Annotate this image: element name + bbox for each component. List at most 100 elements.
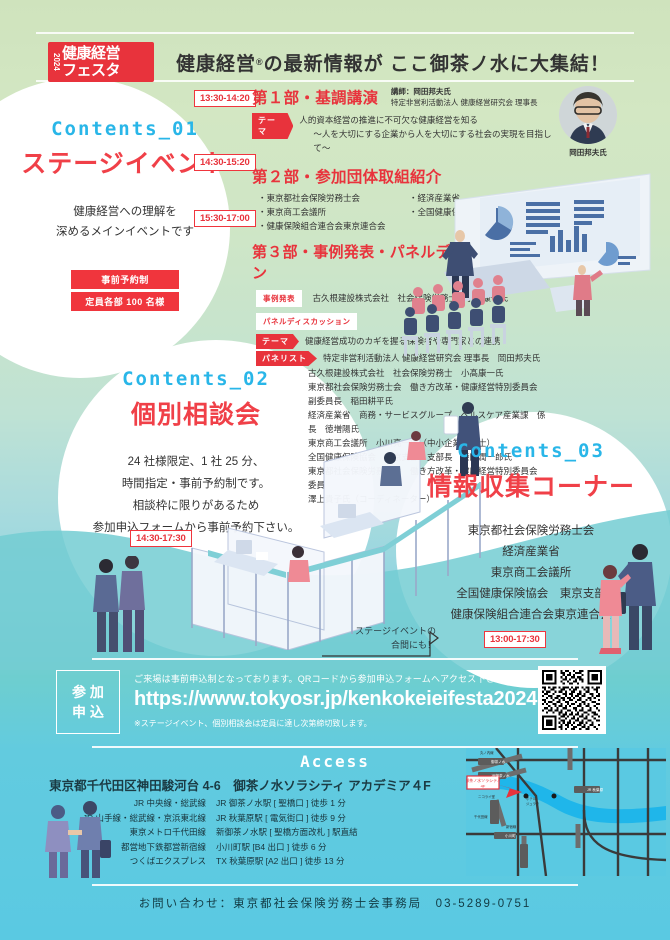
- handshake-illustration: [45, 801, 111, 878]
- registration-url[interactable]: https://www.tokyosr.jp/kenkokeieifesta20…: [134, 688, 538, 710]
- note-bracket: [322, 630, 439, 657]
- registered-mark: ®: [256, 57, 264, 67]
- presenter-figure: [442, 230, 478, 298]
- visitor-back-2: [119, 556, 145, 652]
- part-2-title: 第２部・参加団体取組紹介: [252, 169, 442, 186]
- contents-01-body-line1: 健康経営への理解を: [73, 206, 177, 218]
- table-row: 都営地下鉄都営新宿線 小川町駅 [B4 出口 ] 徒歩 6 分: [36, 840, 456, 855]
- contents-01-body: 健康経営への理解を 深めるメインイベントです: [18, 202, 232, 242]
- headline-pre: 健康経営: [176, 53, 257, 75]
- list-item: 東京商工会議所: [490, 567, 572, 579]
- logo-text-block: 健康経営 フェスタ: [62, 45, 121, 79]
- desk-1: [214, 540, 278, 576]
- contents-02-body-line1: 24 社様限定、1 社 25 分、: [127, 456, 265, 468]
- list-item: 東京都社会保険労務士会: [258, 191, 401, 205]
- standing-person-presenter: [443, 402, 481, 476]
- contents-01-body-line2: 深めるメインイベントです: [56, 226, 194, 238]
- registration-label-line1: 参 加: [72, 684, 104, 700]
- svg-text:小川町: 小川町: [505, 833, 516, 838]
- program-part-1: 第１部・基調講演 講師：岡田邦夫氏 特定非営利活動法人 健康経営研究会 理事長 …: [252, 86, 552, 155]
- headline-post: の最新情報が ここ御茶ノ水に大集結！: [263, 53, 610, 75]
- seated-person-pink: [288, 546, 310, 582]
- badge-capacity: 定員各部 100 名様: [71, 292, 179, 311]
- time-badge-part-3: 15:30-17:00: [194, 210, 256, 227]
- visitor-back-1: [93, 559, 119, 652]
- contents-03-title: 情報収集コーナー: [426, 473, 635, 501]
- registration-rule-bottom: [92, 746, 578, 748]
- svg-text:御茶ノ水ソラシティ: 御茶ノ水ソラシティ: [466, 777, 501, 783]
- route-line: JR 中央線・総武線: [133, 798, 206, 808]
- list-item: 古久根建設株式会社 社会保険労務士 小髙康一氏: [308, 368, 504, 378]
- contact-footer: お問い合わせ：東京都社会保険労務士会事務局 03-5289-0751: [138, 898, 532, 910]
- list-item: 健康保険組合連合会東京連合会: [258, 219, 401, 233]
- header-rule-bottom: [36, 80, 634, 82]
- access-address: 東京都千代田区神田駿河台 4-6 御茶ノ水ソラシティ アカデミア４F: [49, 779, 431, 793]
- desk-2: [320, 504, 384, 538]
- seated-person-pink-2: [407, 431, 426, 460]
- part-3-theme-text: 健康経営成功のカギを握る保険者や専門家との連携: [305, 336, 501, 346]
- event-logo: 2024 健康経営 フェスタ: [48, 42, 154, 82]
- contents-02-body-line2: 時間指定・事前予約制です。: [121, 478, 271, 490]
- route-station: TX 秋葉原駅 [A2 出口 ] 徒歩 13 分: [216, 856, 345, 866]
- contents-03-orgs: 東京都社会保険労務士会 経済産業省 東京商工会議所 全国健康保険協会 東京支部 …: [400, 521, 662, 626]
- person-right: [77, 801, 111, 878]
- part-1-lecturer-line2: 特定非営利活動法人 健康経営研究会 理事長: [390, 98, 538, 107]
- contents-01-block: Contents_01 ステージイベント 健康経営への理解を 深めるメインイベン…: [18, 118, 232, 311]
- list-item: 経済産業省: [409, 191, 552, 205]
- visitors-illustration-left: [93, 556, 145, 652]
- visitor-female: [599, 565, 631, 654]
- route-line: 東京メトロ千代田線: [129, 827, 206, 837]
- svg-text:千代田線: 千代田線: [474, 814, 488, 819]
- part-3-case-row: 事例発表 古久根建設株式会社 社会保険労務士 小髙康一氏: [252, 288, 552, 307]
- access-title: Access: [300, 752, 370, 771]
- part-3-case-text: 古久根建設株式会社 社会保険労務士 小髙康一氏: [312, 293, 508, 303]
- logo-year: 2024: [52, 53, 61, 71]
- part-3-theme-tag: テーマ: [256, 334, 299, 349]
- contents-01-title: ステージイベント: [21, 150, 229, 178]
- part-1-theme-tag: テーマ: [252, 113, 294, 139]
- table-row: JR 中央線・総武線 JR 御茶ノ水駅 [ 聖橋口 ] 徒歩 1 分: [36, 796, 456, 811]
- contents-02-title: 個別相談会: [130, 401, 261, 429]
- time-badge-part-2: 14:30-15:20: [194, 154, 256, 171]
- svg-text:丸ノ内線: 丸ノ内線: [480, 750, 494, 755]
- speaker-name: 岡田邦夫氏: [569, 148, 607, 157]
- list-item: 東京商工会議所: [258, 205, 401, 219]
- part-1-theme-line1: 人的資本経営の推進に不可欠な健康経営を知る: [299, 115, 478, 125]
- time-badge-contents-02: 14:30-17:30: [130, 530, 192, 547]
- route-station: JR 秋葉原駅 [ 電気街口 ] 徒歩 9 分: [216, 812, 346, 823]
- part-3-panel-tag: パネルディスカッション: [256, 313, 358, 330]
- svg-text:4F: 4F: [481, 784, 486, 789]
- route-station: 小川町駅 [B4 出口 ] 徒歩 6 分: [216, 841, 327, 852]
- route-line: つくばエクスプレス: [129, 856, 206, 866]
- svg-text:新宿線: 新宿線: [506, 824, 517, 829]
- route-line: 都営地下鉄都営新宿線: [120, 841, 206, 852]
- part-1-theme-line2: 〜人を大切にする企業から人を大切にする社会の実現を目指して〜: [313, 129, 552, 153]
- speaker-photo: [559, 86, 617, 144]
- logo-line-1: 健康経営: [62, 45, 121, 62]
- header-rule-top: [36, 32, 634, 34]
- svg-text:ホテル: ホテル: [526, 796, 537, 801]
- part-3-case-tag: 事例発表: [256, 290, 302, 307]
- svg-text:JR御茶ノ水: JR御茶ノ水: [491, 773, 510, 778]
- list-item: 健康保険組合連合会東京連合会: [450, 609, 612, 621]
- list-item: 経済産業省: [502, 546, 560, 558]
- route-station: JR 御茶ノ水駅 [ 聖橋口 ] 徒歩 1 分: [216, 798, 346, 808]
- part-3-panel-row: パネルディスカッション: [252, 311, 552, 330]
- presenter-figure-2: [573, 265, 603, 316]
- list-item: 特定非営利活動法人 健康経営研究会 理事長 岡田邦夫氏: [323, 353, 541, 363]
- footer-rule: [92, 884, 578, 886]
- registration-block: 参 加 申 込 ご来場は事前申込制となっております。QRコードから参加申込フォー…: [0, 658, 670, 750]
- svg-text:ニコライ堂: ニコライ堂: [478, 794, 496, 799]
- list-item: 東京都社会保険労務士会: [467, 525, 595, 537]
- contents-02-number: Contents_02: [122, 368, 270, 390]
- contents-03-block: Contents_03 情報収集コーナー 東京都社会保険労務士会 経済産業省 東…: [400, 440, 662, 626]
- svg-text:ジュラク: ジュラク: [526, 801, 539, 806]
- qr-code-icon[interactable]: [538, 666, 606, 734]
- list-item: 経済産業省 商務・サービスグループ ヘルスケア産業課 係長 徳増陽氏: [308, 410, 546, 434]
- svg-text:JR 秋葉原: JR 秋葉原: [587, 787, 604, 792]
- consultation-booths-illustration: [191, 402, 481, 650]
- badge-reservation-required: 事前予約制: [71, 270, 179, 289]
